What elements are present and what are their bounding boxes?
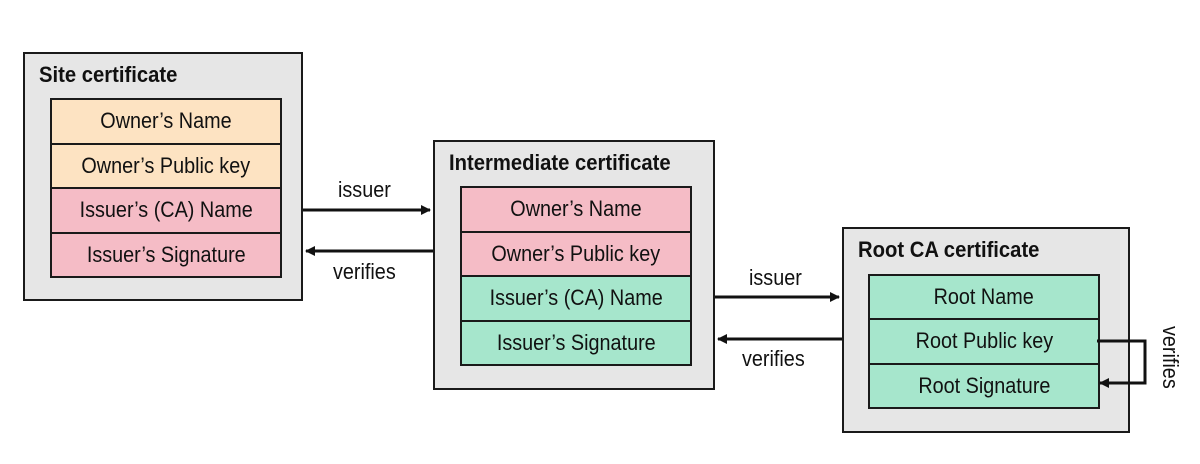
intermediate-owner-public-key-field: Owner’s Public key [462,232,690,275]
intermediate-owner-name-field: Owner’s Name [462,188,690,231]
intermediate-certificate-title: Intermediate certificate [449,150,671,175]
site-certificate-title: Site certificate [39,62,178,87]
verifies-label-1: verifies [333,259,396,284]
intermediate-certificate: Intermediate certificate Owner’s Name Ow… [433,140,715,390]
root-name-field: Root Name [870,276,1098,319]
root-signature-field: Root Signature [870,364,1098,407]
verifies-self-arrow-root [1097,339,1147,388]
site-issuer-name-field: Issuer’s (CA) Name [52,189,280,232]
root-ca-certificate-fields: Root Name Root Public key Root Signature [868,274,1100,409]
site-certificate-fields: Owner’s Name Owner’s Public key Issuer’s… [50,98,282,278]
site-certificate: Site certificate Owner’s Name Owner’s Pu… [23,52,303,301]
intermediate-issuer-signature-field: Issuer’s Signature [462,321,690,364]
root-ca-certificate: Root CA certificate Root Name Root Publi… [842,227,1130,433]
root-ca-certificate-title: Root CA certificate [858,237,1040,262]
site-issuer-signature-field: Issuer’s Signature [52,233,280,276]
root-public-key-field: Root Public key [870,320,1098,363]
issuer-label-1: issuer [338,177,391,202]
site-owner-public-key-field: Owner’s Public key [52,144,280,187]
verifies-label-2: verifies [742,346,805,371]
intermediate-certificate-fields: Owner’s Name Owner’s Public key Issuer’s… [460,186,692,366]
issuer-label-2: issuer [749,265,802,290]
site-owner-name-field: Owner’s Name [52,100,280,143]
intermediate-issuer-name-field: Issuer’s (CA) Name [462,277,690,320]
verifies-label-self: verifies [1158,326,1183,389]
